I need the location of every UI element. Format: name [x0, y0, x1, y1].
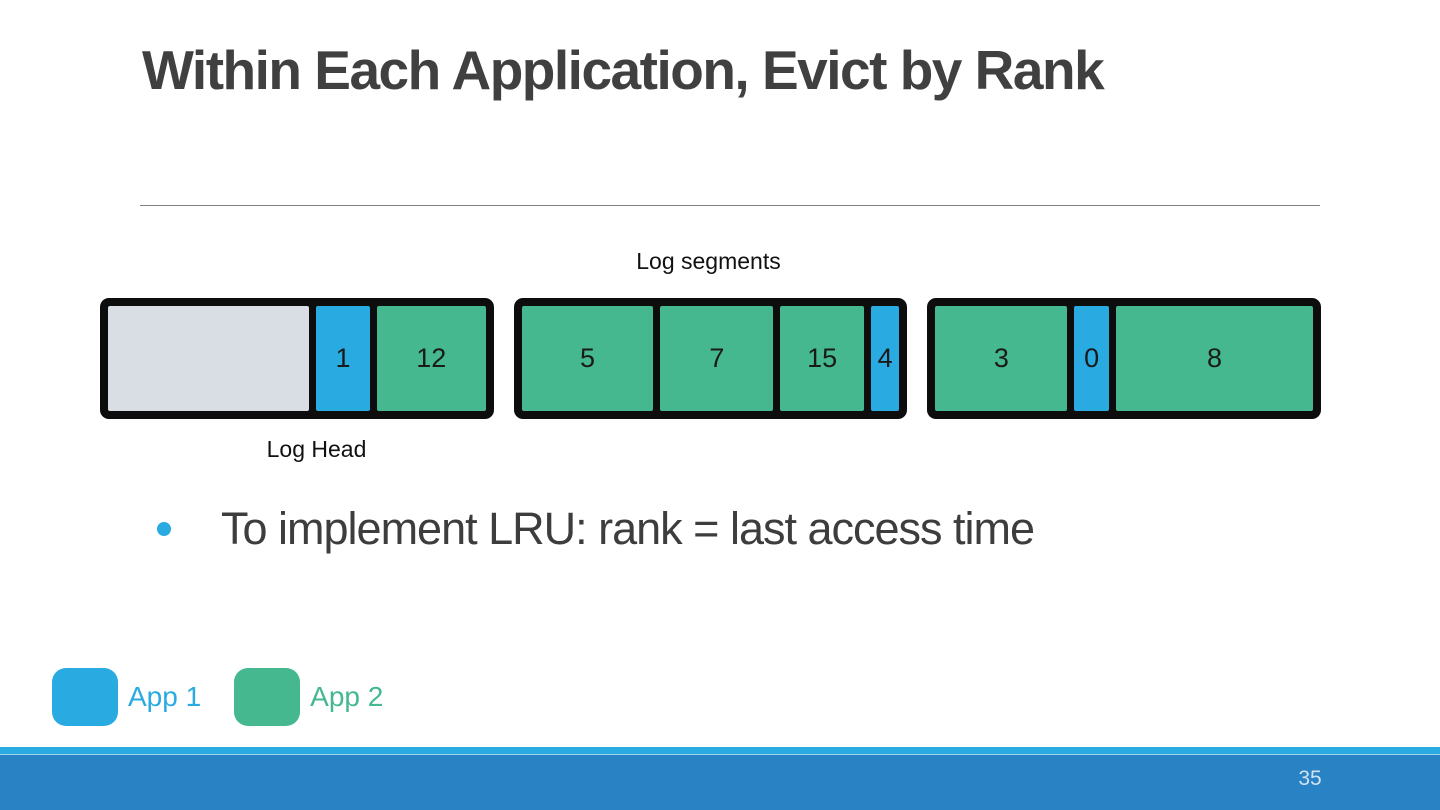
log-segment-4: 4 — [870, 306, 900, 411]
legend-item-1: App 1 — [52, 668, 201, 726]
log-segment-12: 12 — [376, 306, 486, 411]
log-segment-1: 1 — [316, 306, 370, 411]
page-number: 35 — [1298, 767, 1322, 790]
legend-label: App 2 — [310, 681, 384, 712]
legend-item-2: App 2 — [234, 668, 383, 726]
log-segments-label: Log segments — [636, 248, 781, 274]
bullet-item: To implement LRU: rank = last access tim… — [157, 503, 1035, 555]
log-segment-0: 0 — [1074, 306, 1109, 411]
footer-bar: 35 — [0, 754, 1440, 810]
log-head-label: Log Head — [266, 436, 367, 462]
log-segment-3: 3 — [935, 306, 1068, 411]
legend-label: App 1 — [128, 681, 202, 712]
title-divider — [140, 205, 1320, 206]
legend: App 1 App 2 — [52, 668, 383, 726]
bullet-icon — [157, 522, 171, 536]
log-segment-5: 5 — [521, 306, 654, 411]
legend-swatch-icon — [234, 668, 301, 726]
bullet-text: To implement LRU: rank = last access tim… — [221, 503, 1035, 554]
log-segment-8: 8 — [1115, 306, 1314, 411]
page-title: Within Each Application, Evict by Rank — [142, 39, 1105, 101]
log-segment-7: 7 — [660, 306, 774, 411]
log-segment-empty — [108, 306, 310, 411]
legend-swatch-icon — [52, 668, 118, 726]
footer-accent-strip — [0, 747, 1440, 755]
log-segment-15: 15 — [780, 306, 864, 411]
